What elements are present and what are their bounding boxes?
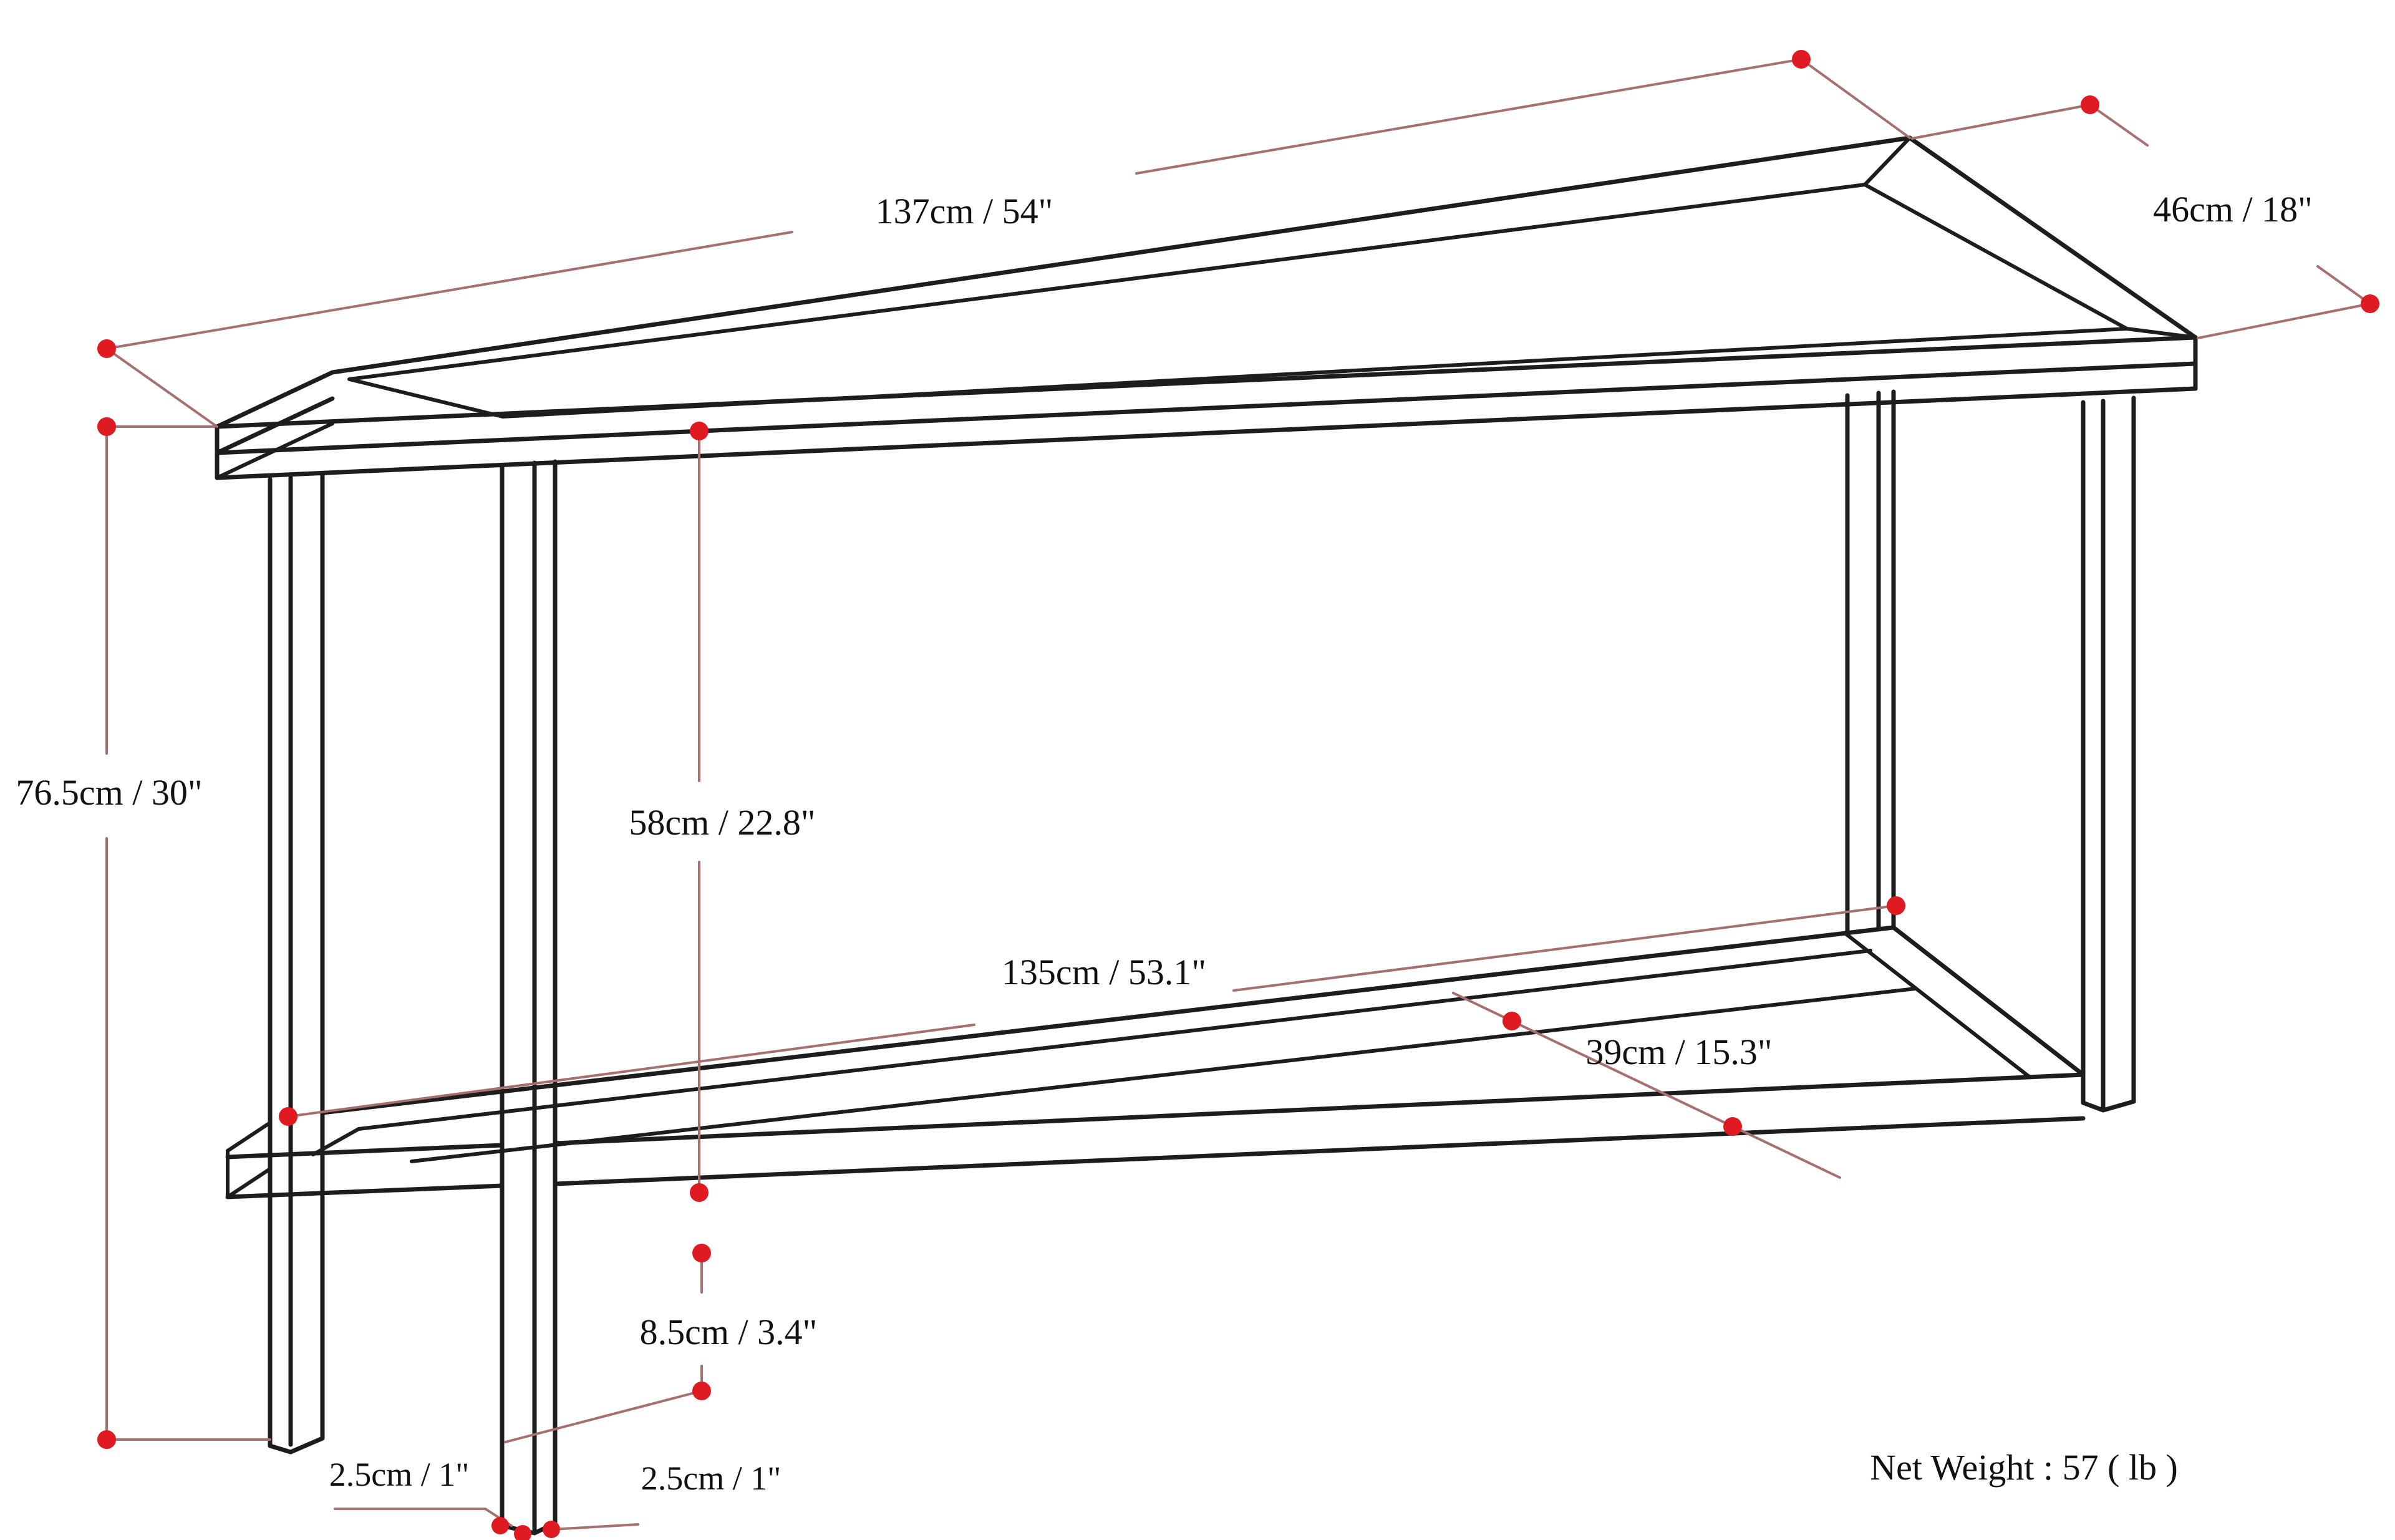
dim-shelf-length-line [287, 904, 1897, 1118]
tabletop-apron-left-end-edge [215, 422, 334, 480]
dimension-endpoint-dot [1723, 1117, 1742, 1136]
dimension-endpoint-dot [692, 1382, 711, 1400]
dim-label-shelf-clearance: 8.5cm / 3.4" [640, 1312, 818, 1352]
tabletop-top-face [215, 135, 2198, 429]
dimension-endpoint-dot [97, 1430, 116, 1449]
dim-leg-width-left-leader [334, 1508, 513, 1527]
dimension-endpoint-dot [690, 1183, 709, 1202]
shelf-front-rail-top-edge [225, 1072, 2086, 1160]
leg-rear-left-foot [268, 1436, 325, 1455]
leg-rear-left-edges [268, 473, 325, 1448]
dimension-endpoint-dot [1792, 50, 1811, 69]
lower-shelf [225, 925, 2086, 1199]
dim-label-overall-height: 76.5cm / 30" [16, 772, 202, 813]
dim-shelf-clearance: 8.5cm / 3.4" [504, 1244, 818, 1443]
tabletop-frame-miter-back-right [1863, 136, 1912, 186]
shelf-slat-line-2 [410, 987, 1917, 1163]
leg-foot-endpoint-dots [491, 1517, 560, 1540]
shelf-front-rail-bottom-edge [225, 1116, 2086, 1199]
dimension-endpoint-dot [2081, 95, 2099, 114]
shelf-right-end-inner-edge [1843, 931, 2030, 1078]
leg-rear-right-edges [1845, 389, 1896, 933]
shelf-left-end-bottom-edge [226, 1167, 272, 1199]
dimension-endpoint-dot [279, 1107, 298, 1126]
dimension-endpoint-dot [692, 1244, 711, 1262]
shelf-right-end-edge [1891, 925, 2086, 1077]
dim-leg-width-right-leader [550, 1523, 639, 1531]
dim-label-leg-width-right: 2.5cm / 1" [641, 1460, 781, 1497]
dimension-endpoint-dot [543, 1521, 560, 1538]
leg-rear-right [1845, 389, 1896, 933]
shelf-slat-line-1 [357, 949, 1872, 1131]
dim-label-shelf-length: 135cm / 53.1" [1002, 952, 1206, 992]
dimension-endpoint-dot [690, 422, 709, 440]
dim-top-to-shelf: 58cm / 22.8" [629, 422, 816, 1202]
tabletop [215, 135, 2198, 480]
dimension-endpoint-dot [1887, 896, 1905, 915]
leg-front-right [2081, 395, 2136, 1113]
tabletop-slab-left-end-bottom-edge [215, 396, 335, 455]
dim-leg-width-left: 2.5cm / 1" [329, 1456, 513, 1527]
shelf-back-top-edge [320, 925, 1896, 1115]
shelf-left-end-top-edge [226, 1121, 272, 1153]
tabletop-slab-front-bottom-edge [215, 361, 2198, 455]
dim-label-shelf-depth: 39cm / 15.3" [1585, 1032, 1772, 1072]
dim-overall-height: 76.5cm / 30" [16, 417, 271, 1449]
shelf-slat-end-joint [311, 1127, 360, 1156]
dim-label-top-depth: 46cm / 18" [2153, 189, 2313, 230]
dimension-endpoint-dot [1502, 1012, 1521, 1030]
dim-top-depth: 46cm / 18" [1911, 95, 2379, 339]
dim-label-top-to-shelf: 58cm / 22.8" [629, 802, 815, 843]
dimension-endpoint-dot [2361, 294, 2379, 313]
dim-overall-height-line [105, 425, 271, 1441]
leg-front-left-edges [500, 459, 558, 1532]
dimension-annotations: 137cm / 54" 46cm / 18" 76.5cm / 30" 58cm… [16, 50, 2379, 1540]
dimension-endpoint-dot [491, 1517, 509, 1534]
leg-rear-left [268, 473, 325, 1455]
dimension-endpoint-dot [97, 339, 116, 358]
leg-front-right-foot [2081, 1099, 2136, 1113]
dim-top-depth-line [1911, 104, 2371, 339]
dim-top-length-line [105, 58, 1911, 428]
tabletop-frame-miter-front-right [2125, 327, 2197, 339]
net-weight-label: Net Weight : 57 ( lb ) [1870, 1447, 2178, 1488]
dim-shelf-length: 135cm / 53.1" [279, 896, 1905, 1126]
dim-label-leg-width-left: 2.5cm / 1" [329, 1456, 470, 1493]
dimension-endpoint-dot [514, 1525, 531, 1540]
leg-front-left [500, 459, 558, 1536]
dim-top-length: 137cm / 54" [97, 50, 1911, 428]
dim-label-top-length: 137cm / 54" [876, 191, 1053, 231]
tabletop-apron-bottom-edge [215, 386, 2198, 480]
leg-front-right-edges [2081, 395, 2136, 1111]
table-drawing [215, 135, 2198, 1536]
dim-shelf-depth: 39cm / 15.3" [1452, 992, 1841, 1179]
dim-leg-width-right: 2.5cm / 1" [550, 1460, 781, 1531]
dimension-endpoint-dot [97, 417, 116, 436]
